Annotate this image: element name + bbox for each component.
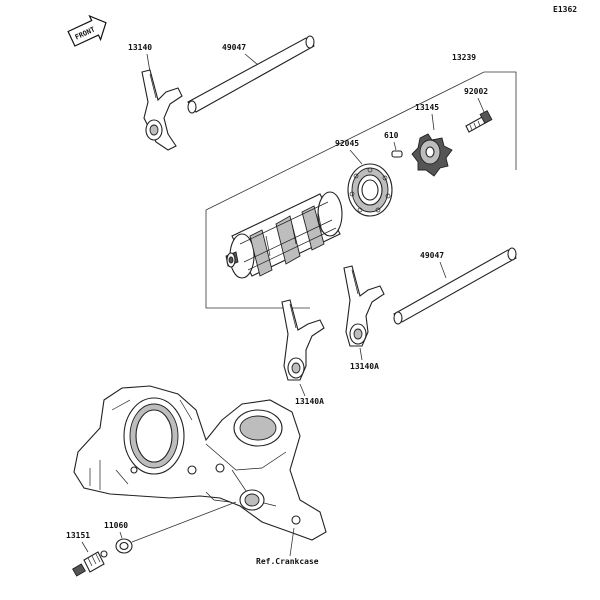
label-switch: 13151 (66, 531, 90, 540)
shift-fork-right (343, 265, 385, 347)
shift-fork-top (141, 69, 183, 151)
label-pin: 610 (384, 131, 399, 140)
label-shaft-right: 49047 (420, 251, 444, 260)
leader-fork-left (299, 383, 306, 397)
leader-fork-top (146, 53, 151, 73)
gasket (115, 538, 133, 554)
leader-shaft-right (439, 261, 447, 279)
bolt (465, 110, 493, 133)
label-fork-top: 13140 (128, 43, 152, 52)
neutral-switch (72, 550, 108, 577)
leader-bearing (349, 149, 363, 165)
label-shaft-top: 49047 (222, 43, 246, 52)
leader-bolt (477, 97, 485, 113)
assembly-bracket-left (205, 210, 310, 309)
front-arrow-badge: FRONT (67, 14, 107, 47)
leader-pin (393, 141, 397, 151)
leader-gasket (119, 531, 123, 539)
shift-drum (225, 191, 343, 279)
assembly-bracket-right (205, 71, 517, 211)
label-bearing: 92045 (335, 139, 359, 148)
leader-crankcase (289, 527, 295, 557)
label-fork-left: 13140A (295, 397, 324, 406)
label-gasket: 11060 (104, 521, 128, 530)
ball-bearing (347, 163, 393, 217)
drum-plate (411, 133, 453, 177)
shift-rod-right (393, 247, 517, 325)
shift-rod-top (187, 35, 315, 114)
shift-fork-left (281, 299, 325, 381)
label-fork-right: 13140A (350, 362, 379, 371)
leader-gasket-to-case (131, 501, 237, 543)
diagram-code: E1362 (553, 5, 577, 14)
dowel-pin (391, 150, 403, 158)
leader-switch (81, 541, 89, 553)
leader-plate (431, 113, 435, 131)
leader-fork-right (359, 347, 363, 361)
label-plate: 13145 (415, 103, 439, 112)
crankcase-reference-label: Ref.Crankcase (256, 557, 319, 566)
crankcase-reference (73, 385, 327, 541)
label-bolt: 92002 (464, 87, 488, 96)
label-drum-assembly: 13239 (452, 53, 476, 62)
